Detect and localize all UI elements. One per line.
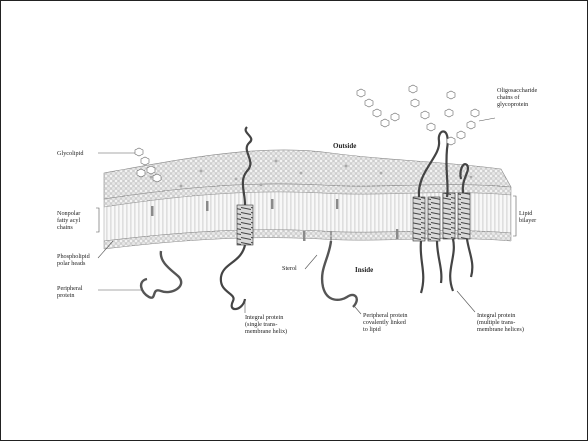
- label-integral-multiple: Integral protein (multiple trans- membra…: [477, 312, 524, 333]
- label-lipid-bilayer: Lipid bilayer: [519, 210, 536, 224]
- label-outside: Outside: [333, 143, 356, 150]
- oligosaccharide-sugars: [357, 85, 479, 145]
- label-peripheral-protein: Peripheral protein: [57, 285, 82, 299]
- peripheral-covalent-shape: [322, 231, 357, 307]
- label-sterol: Sterol: [282, 265, 297, 272]
- label-oligosaccharide: Oligosaccharide chains of glycoprotein: [497, 87, 537, 108]
- label-phospholipid-heads: Phospholipid polar heads: [57, 253, 90, 267]
- peripheral-protein-shape: [141, 251, 181, 298]
- label-inside: Inside: [355, 267, 373, 274]
- label-integral-single: Integral protein (single trans- membrane…: [245, 314, 287, 335]
- label-nonpolar-chains: Nonpolar fatty acyl chains: [57, 210, 80, 231]
- label-peripheral-covalent: Peripheral protein covalently linked to …: [363, 312, 408, 333]
- label-glycolipid: Glycolipid: [57, 150, 83, 157]
